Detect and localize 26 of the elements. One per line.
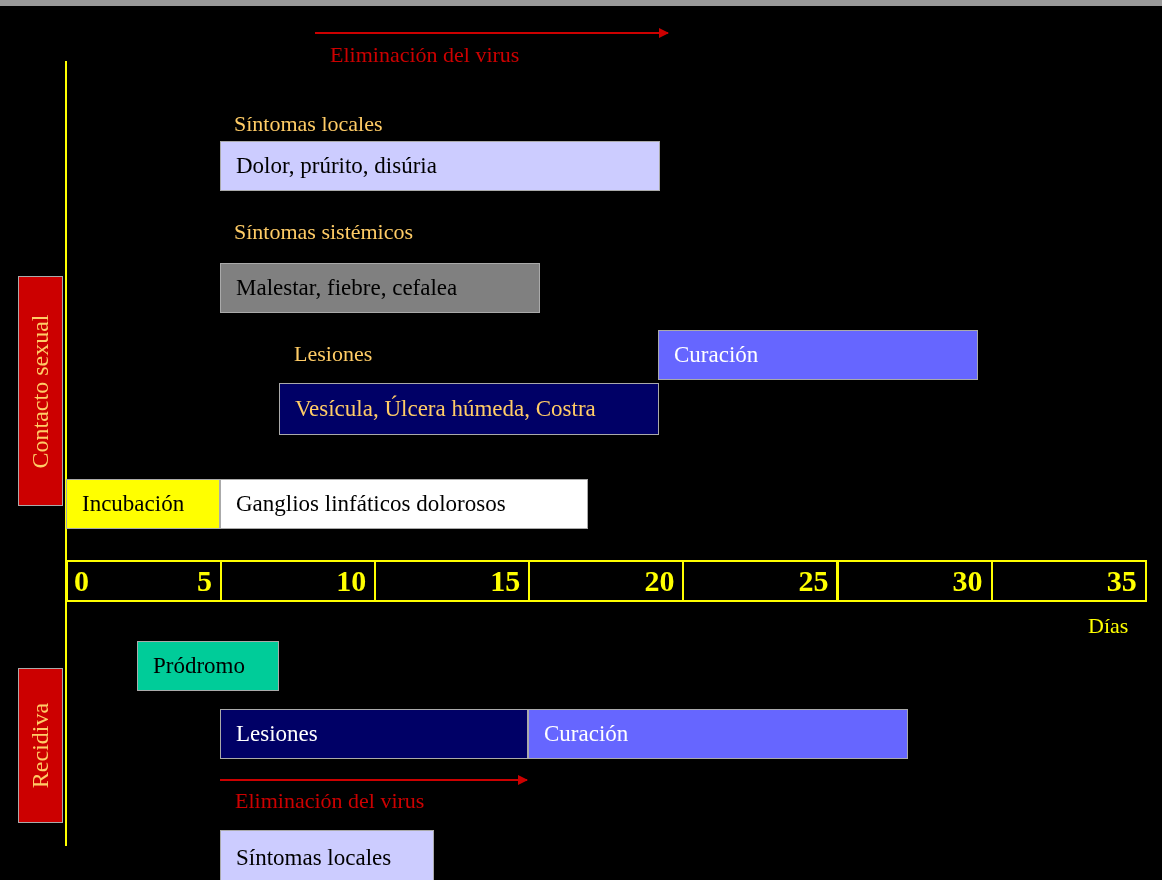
axis-tick-label: 10: [336, 564, 367, 598]
axis-tick-label: 20: [644, 564, 675, 598]
arrow-label: Eliminación del virus: [330, 42, 520, 68]
phase-bar: Síntomas locales: [220, 830, 434, 880]
axis-unit-label: Días: [1088, 613, 1129, 639]
phase-bar: Lesiones: [220, 709, 528, 759]
phase-bar: Ganglios linfáticos dolorosos: [220, 479, 588, 529]
phase-bar: Dolor, prúrito, disúria: [220, 141, 660, 191]
group-label: Recidiva: [18, 668, 63, 823]
arrow-label: Eliminación del virus: [235, 788, 425, 814]
phase-heading: Lesiones: [294, 341, 373, 367]
phase-heading: Síntomas sistémicos: [234, 219, 414, 245]
phase-heading: Síntomas locales: [234, 111, 383, 137]
phase-bar: Malestar, fiebre, cefalea: [220, 263, 540, 313]
axis-tick-label: 5: [197, 564, 213, 598]
axis-tick-label: 0: [74, 564, 89, 598]
axis-tick-label: 15: [490, 564, 521, 598]
group-label: Contacto sexual: [18, 276, 63, 506]
phase-bar: Curación: [658, 330, 978, 380]
phase-bar: Vesícula, Úlcera húmeda, Costra: [279, 383, 659, 435]
phase-bar: Pródromo: [137, 641, 279, 691]
axis-tick-label: 25: [798, 564, 829, 598]
axis-tick-label: 35: [1106, 564, 1137, 598]
axis-tick-label: 30: [952, 564, 983, 598]
phase-bar: Incubación: [66, 479, 220, 529]
phase-bar: Curación: [528, 709, 908, 759]
